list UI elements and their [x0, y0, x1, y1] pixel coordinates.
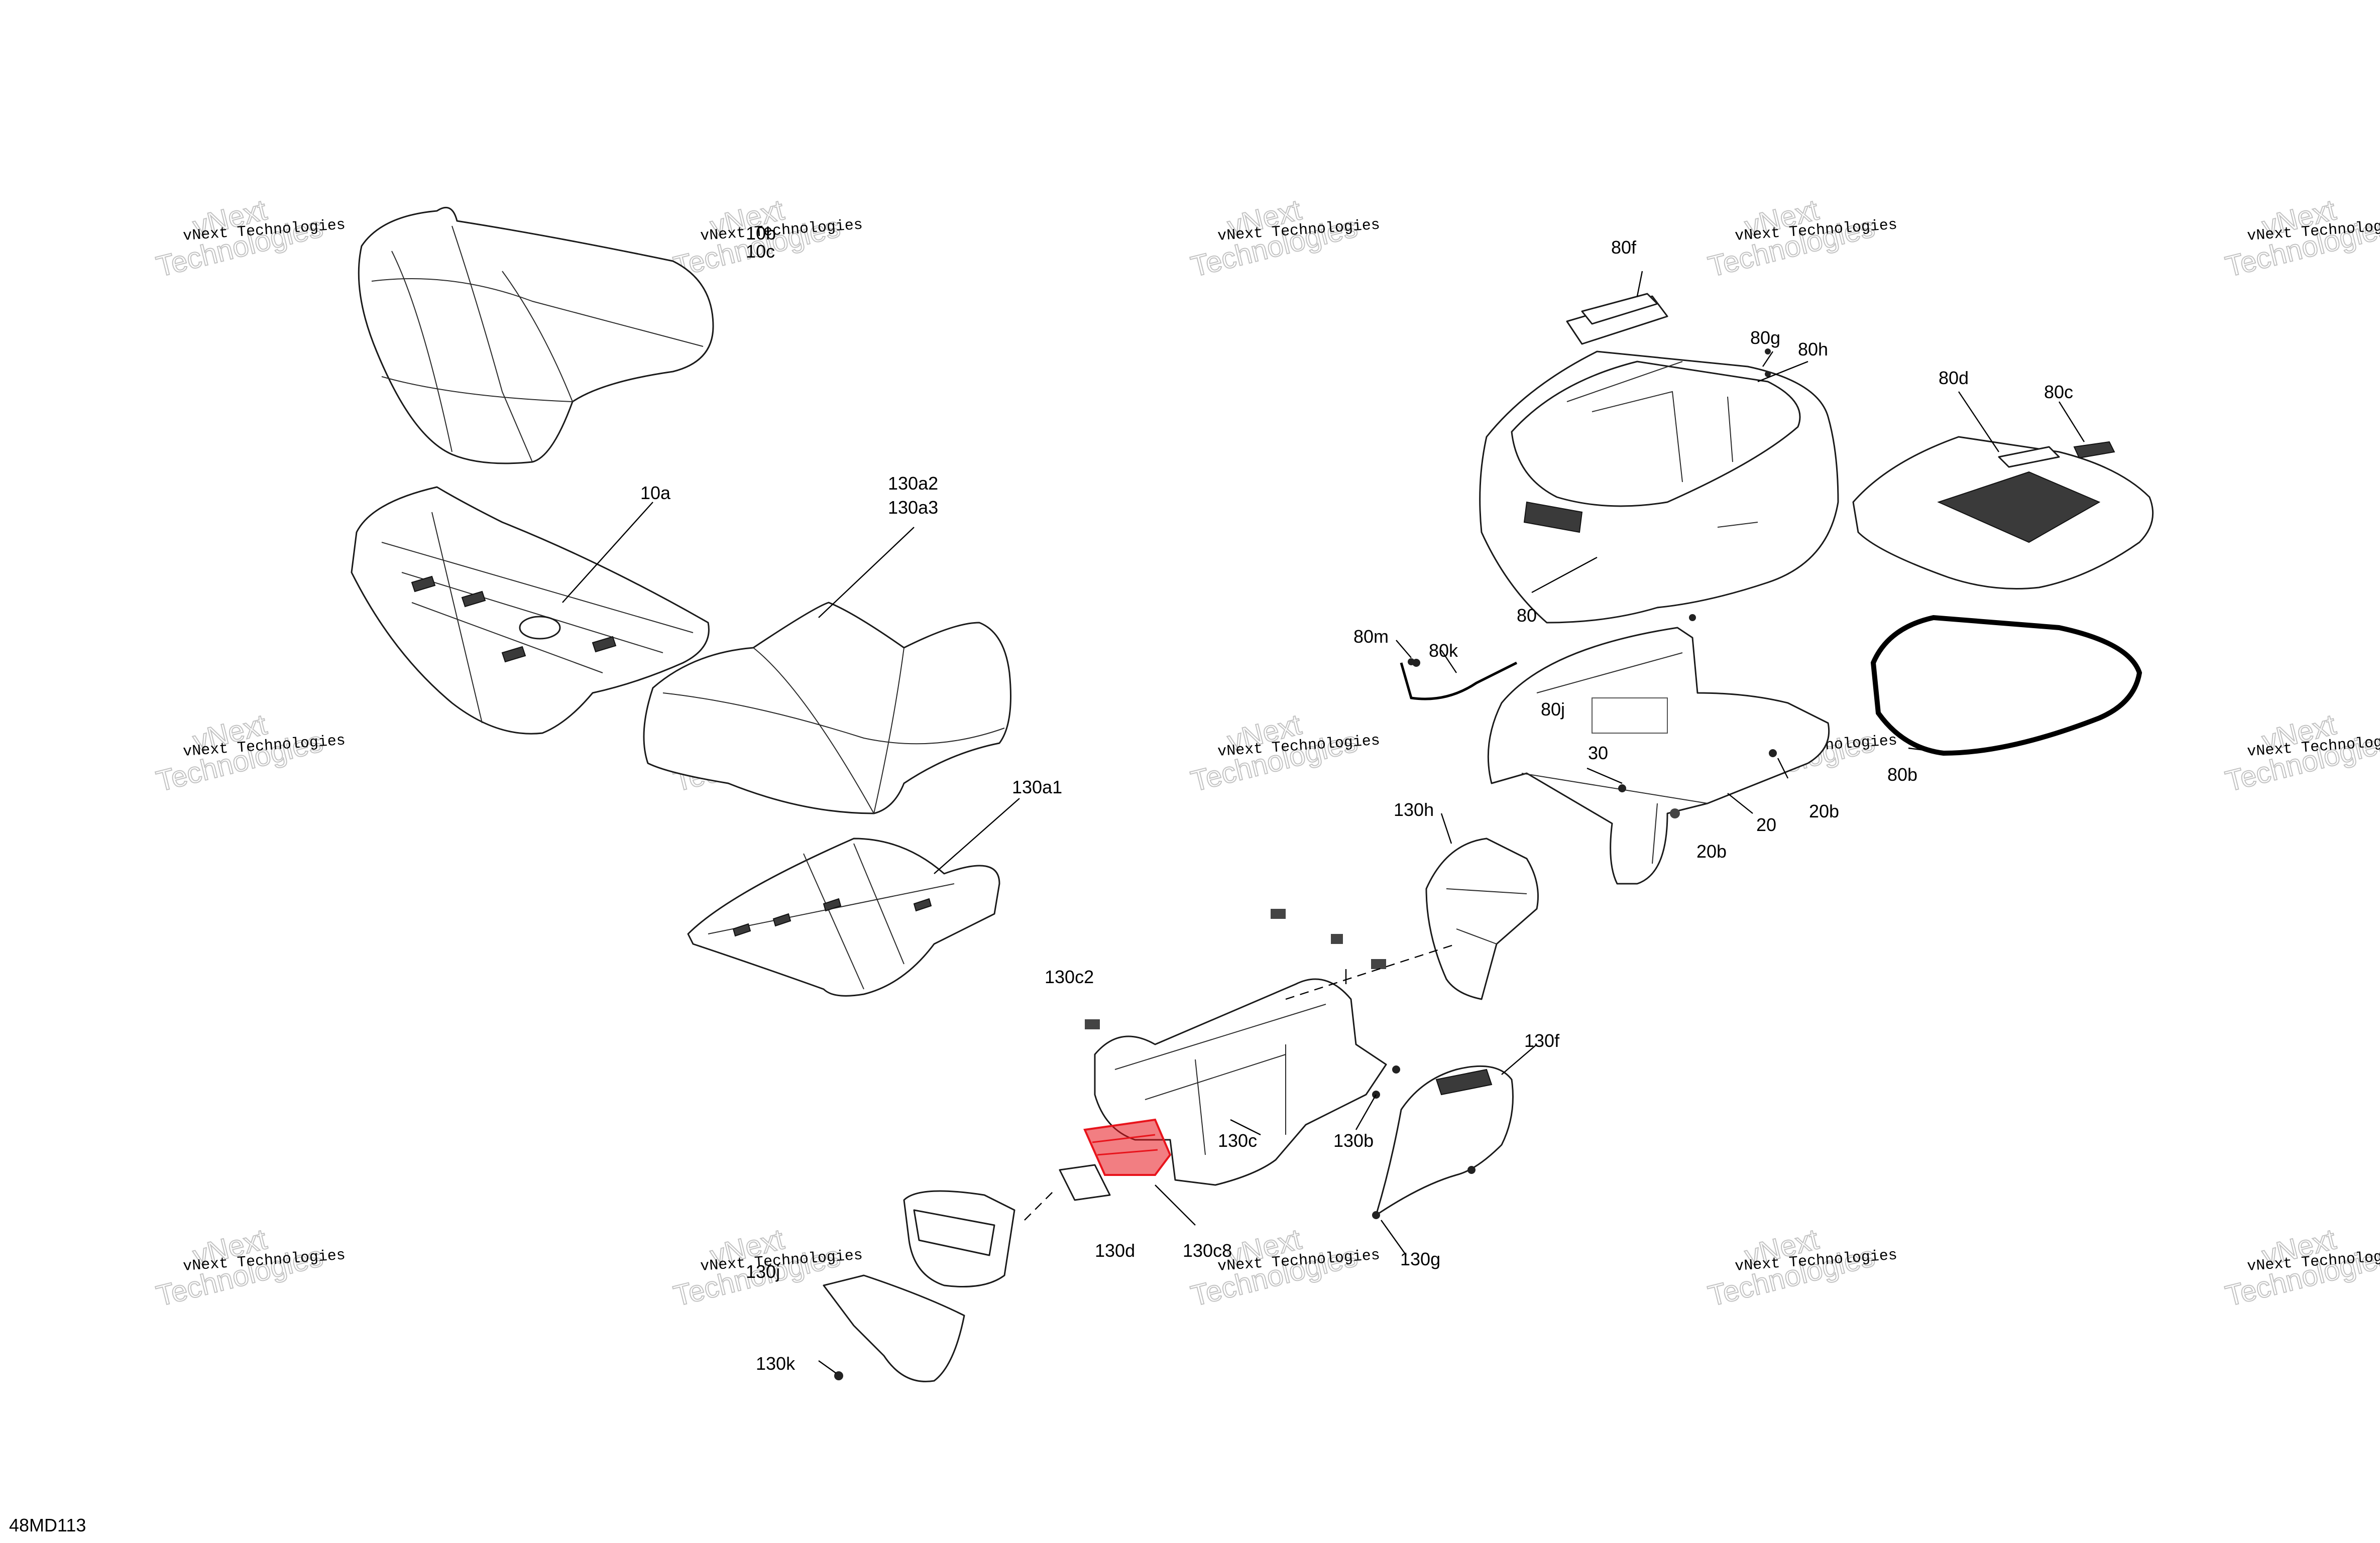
part-80-storage-box[interactable] [1479, 350, 1839, 624]
part-130c8-highlighted-plate[interactable] [1083, 1118, 1172, 1176]
part-130k-bracket[interactable] [823, 1274, 965, 1382]
part-80d-lid[interactable] [1852, 436, 2154, 589]
callout-130h[interactable]: 130h [1394, 799, 1434, 820]
callout-80c[interactable]: 80c [2044, 382, 2073, 402]
part-80c-latch[interactable] [2073, 441, 2115, 459]
callout-130d[interactable]: 130d [1095, 1240, 1135, 1261]
callout-130c8[interactable]: 130c8 [1183, 1240, 1232, 1261]
part-10-seat[interactable] [358, 206, 714, 464]
callout-10a[interactable]: 10a [640, 483, 671, 503]
part-80b-seal[interactable] [1870, 615, 2142, 756]
part-10a-seat-base[interactable] [351, 486, 710, 735]
callout-20[interactable]: 20 [1756, 814, 1776, 835]
callout-130c[interactable]: 130c [1218, 1130, 1257, 1151]
callout-80f[interactable]: 80f [1611, 237, 1637, 258]
leader-lines [562, 271, 2085, 1374]
part-20-frame[interactable] [1487, 627, 1830, 885]
callout-80g[interactable]: 80g [1750, 327, 1780, 348]
fasteners [1085, 348, 1777, 1219]
part-130d-sticker[interactable] [1059, 1164, 1111, 1201]
part-80f-cover[interactable] [1566, 293, 1668, 345]
callout-130f[interactable]: 130f [1524, 1030, 1560, 1051]
part-80k-cable[interactable] [1400, 659, 1518, 700]
callout-80[interactable]: 80 [1517, 605, 1537, 626]
callout-80d[interactable]: 80d [1939, 368, 1969, 388]
callout-10b[interactable]: 10b [746, 223, 776, 244]
callout-130k[interactable]: 130k [756, 1353, 796, 1374]
callout-10c[interactable]: 10c [746, 241, 775, 262]
part-130f-side-cover[interactable] [1375, 1065, 1514, 1216]
callout-20b-lower[interactable]: 20b [1696, 841, 1727, 862]
watermark: vNext Technologies [2222, 707, 2380, 798]
callout-80h[interactable]: 80h [1798, 339, 1828, 360]
callout-80m[interactable]: 80m [1353, 626, 1389, 647]
diagram-code: 48MD113 [9, 1515, 86, 1535]
part-130j-lower-cover[interactable] [903, 1190, 1015, 1287]
callout-80k[interactable]: 80k [1429, 640, 1458, 661]
part-130a2-seat-foam[interactable] [643, 602, 1011, 814]
part-80j-label-plate [1592, 697, 1668, 734]
part-130h-bracket[interactable] [1425, 838, 1539, 1000]
callout-80j[interactable]: 80j [1541, 699, 1565, 720]
part-130a1-seat-tray[interactable] [687, 838, 1000, 997]
callout-80b[interactable]: 80b [1887, 764, 1917, 785]
callout-130a3[interactable]: 130a3 [888, 497, 938, 518]
callout-130j[interactable]: 130j [746, 1261, 780, 1282]
callout-130a2[interactable]: 130a2 [888, 473, 938, 494]
callout-130a1[interactable]: 130a1 [1012, 777, 1062, 797]
callout-20b-upper[interactable]: 20b [1809, 801, 1839, 821]
callout-labels: 10b 10c 10a 130a2 130a3 130a1 80f 80g 80… [9, 223, 2073, 1535]
callout-130c2[interactable]: 130c2 [1045, 967, 1094, 987]
callout-30[interactable]: 30 [1588, 743, 1608, 763]
callout-130b[interactable]: 130b [1333, 1130, 1374, 1151]
callout-130g[interactable]: 130g [1400, 1249, 1440, 1269]
